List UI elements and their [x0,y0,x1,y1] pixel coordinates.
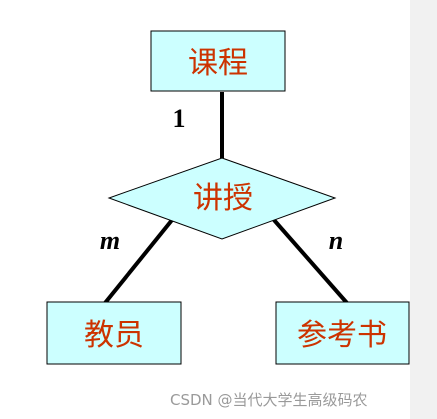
cardinality-book: n [329,226,343,255]
entity-course-label: 课程 [188,46,248,81]
relationship-teach-label: 讲授 [193,181,253,216]
cardinality-course: 1 [173,104,186,133]
entity-course-box [150,30,286,92]
edge-teach-teacher [103,218,174,305]
scrollbar-track[interactable] [410,0,437,419]
entity-teacher-box [46,301,182,365]
watermark-text: CSDN @当代大学生高级码农 [170,391,368,409]
cardinality-teacher: m [100,226,120,255]
entity-teacher: 教员 [46,301,182,365]
entity-reference-book-box [275,301,410,365]
entity-reference-book-label: 参考书 [297,318,387,353]
entity-course: 课程 [150,30,286,92]
edge-teach-book [272,218,349,305]
relationship-teach: 讲授 [107,157,337,240]
entity-teacher-label: 教员 [84,318,144,353]
entity-reference-book: 参考书 [275,301,410,365]
relationship-teach-diamond [107,157,337,240]
